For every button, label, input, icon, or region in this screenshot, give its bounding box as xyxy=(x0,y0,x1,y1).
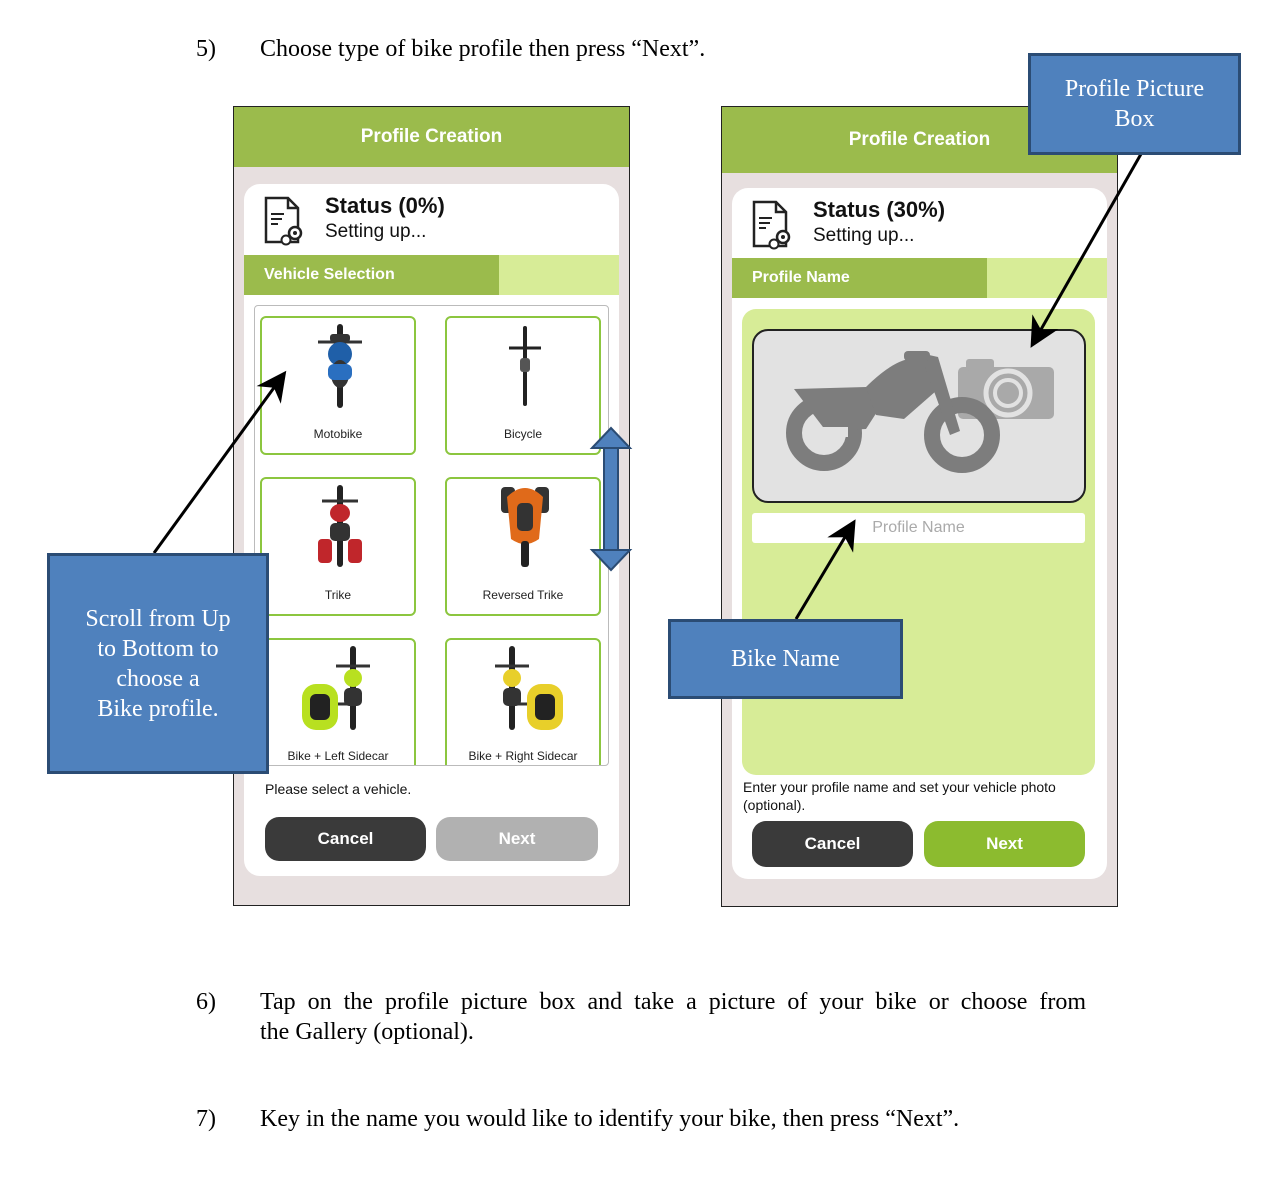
step-text: Choose type of bike profile then press “… xyxy=(260,36,706,62)
callout-text: Bike profile. xyxy=(97,695,219,722)
callout-text: Scroll from Up xyxy=(85,605,231,632)
progress-bar: Vehicle Selection xyxy=(244,255,619,295)
step-5: 5) Choose type of bike profile then pres… xyxy=(196,34,896,64)
cancel-button[interactable]: Cancel xyxy=(265,817,426,861)
step-number: 7) xyxy=(196,1106,216,1132)
callout-profile-picture-box: Profile Picture Box xyxy=(1028,53,1241,155)
document-settings-icon xyxy=(752,200,791,250)
phone-screen-vehicle-selection: Profile Creation Status (0%) Setting up.… xyxy=(233,106,630,906)
vehicle-tile-left-sidecar[interactable]: Bike + Left Sidecar xyxy=(260,638,416,765)
step-text-line-1: Tap on the profile picture box and take … xyxy=(260,989,1086,1015)
callout-text: to Bottom to xyxy=(97,635,219,662)
callout-bike-name: Bike Name xyxy=(668,619,903,699)
profile-picture-box[interactable] xyxy=(752,329,1086,503)
callout-text: Bike Name xyxy=(731,646,840,672)
vehicle-label: Bicycle xyxy=(503,427,542,441)
profile-card: Status (0%) Setting up... Vehicle Select… xyxy=(244,184,619,876)
step-7: 7) Key in the name you would like to ide… xyxy=(196,1104,1196,1134)
callout-text: choose a xyxy=(116,665,200,692)
document-settings-icon xyxy=(264,196,303,246)
vehicle-tile-trike[interactable]: Trike xyxy=(260,477,416,616)
reversed-trike-icon xyxy=(501,487,549,567)
screen-header: Profile Creation xyxy=(234,107,629,167)
profile-name-input[interactable] xyxy=(752,513,1085,543)
vehicle-hint: Please select a vehicle. xyxy=(265,781,412,797)
vehicle-label: Motobike xyxy=(313,427,363,441)
vehicle-label: Reversed Trike xyxy=(482,588,564,602)
callout-text: Profile Picture xyxy=(1064,76,1205,102)
callout-text: Box xyxy=(1114,106,1155,132)
vehicle-label: Bike + Right Sidecar xyxy=(468,749,578,763)
status-subtitle: Setting up... xyxy=(325,221,427,242)
status-title: Status (30%) xyxy=(813,197,946,222)
step-text: Key in the name you would like to identi… xyxy=(260,1106,960,1132)
vehicle-tile-right-sidecar[interactable]: Bike + Right Sidecar xyxy=(445,638,601,765)
progress-bar: Profile Name xyxy=(732,258,1107,298)
vehicle-tile-reversed-trike[interactable]: Reversed Trike xyxy=(445,477,601,616)
profile-card: Status (30%) Setting up... Profile Name xyxy=(732,188,1107,879)
vehicle-tile-bicycle[interactable]: Bicycle xyxy=(445,316,601,455)
vehicle-grid[interactable]: Motobike Bicycle xyxy=(254,305,609,766)
step-6: 6) Tap on the profile picture box and ta… xyxy=(196,987,1196,1049)
trike-icon xyxy=(318,485,362,567)
progress-fill: Profile Name xyxy=(732,258,987,298)
status-title: Status (0%) xyxy=(325,193,445,218)
status-subtitle: Setting up... xyxy=(813,225,915,246)
step-number: 5) xyxy=(196,36,216,62)
next-button[interactable]: Next xyxy=(436,817,598,861)
vehicle-label: Trike xyxy=(324,588,352,602)
bicycle-icon xyxy=(509,326,541,406)
profile-hint-line-2: (optional). xyxy=(743,797,806,813)
motorbike-camera-icon xyxy=(786,351,1054,473)
vehicle-tile-motobike[interactable]: Motobike xyxy=(260,316,416,455)
motorbike-icon xyxy=(318,324,362,408)
progress-fill: Vehicle Selection xyxy=(244,255,499,295)
phone-screen-profile-name: Profile Creation Status (30%) Setting up… xyxy=(721,106,1118,907)
profile-hint-line-1: Enter your profile name and set your veh… xyxy=(743,779,1056,795)
step-text-line-2: the Gallery (optional). xyxy=(260,1019,474,1045)
vehicle-label: Bike + Left Sidecar xyxy=(287,749,389,763)
callout-scroll: Scroll from Up to Bottom to choose a Bik… xyxy=(47,553,269,774)
next-button[interactable]: Next xyxy=(924,821,1085,867)
cancel-button[interactable]: Cancel xyxy=(752,821,913,867)
right-sidecar-icon xyxy=(495,646,563,730)
step-number: 6) xyxy=(196,989,216,1015)
left-sidecar-icon xyxy=(302,646,370,730)
profile-panel xyxy=(742,309,1095,775)
